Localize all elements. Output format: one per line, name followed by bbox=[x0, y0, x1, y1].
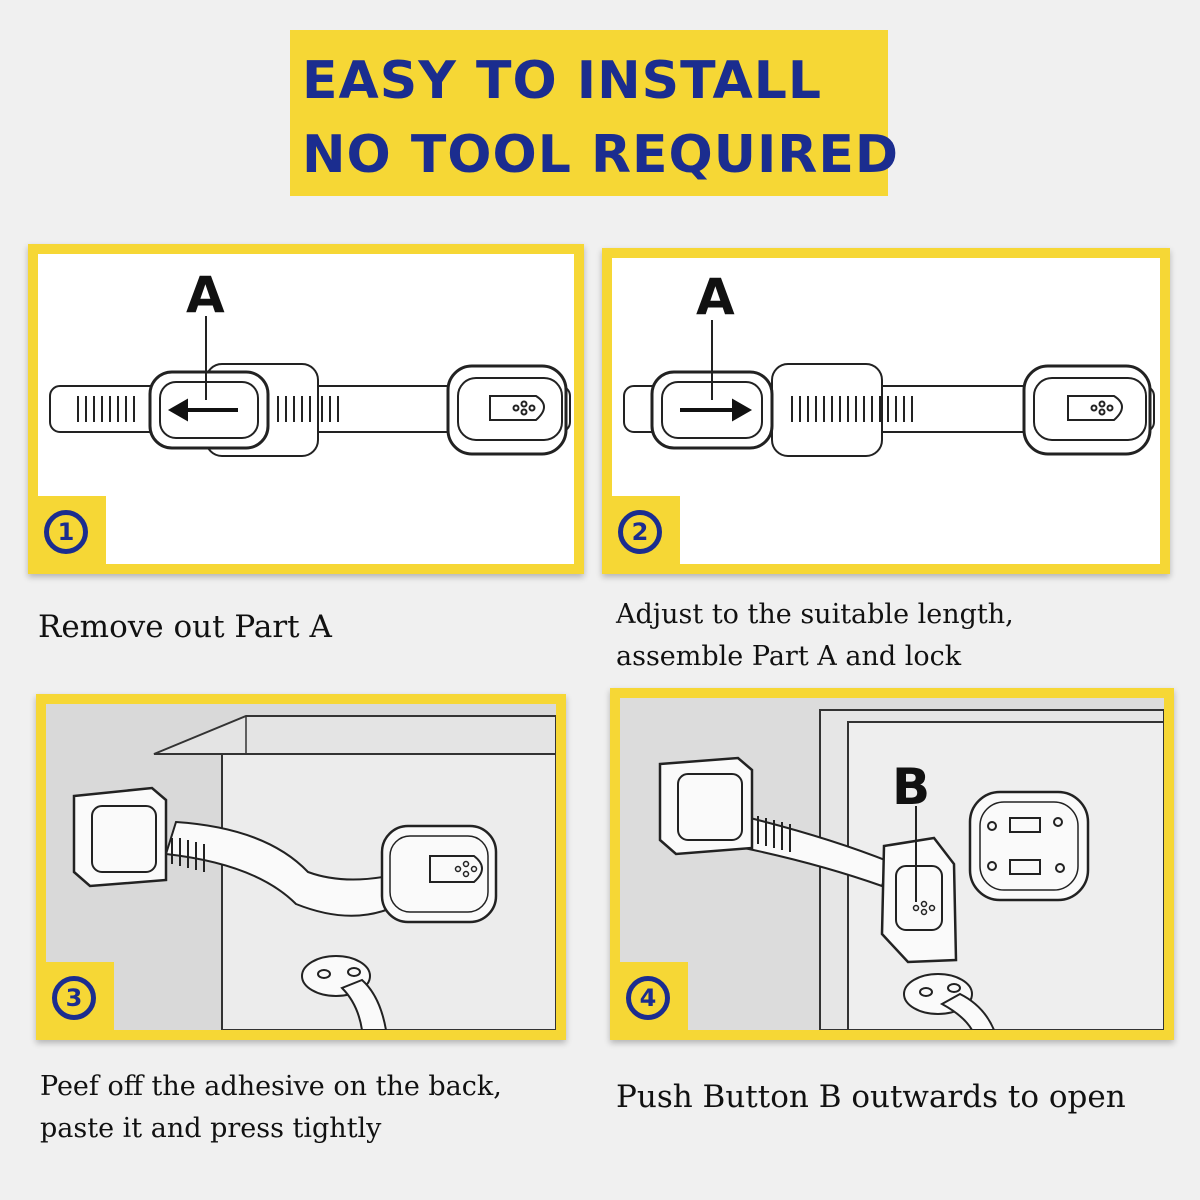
cabinet-open-diagram-icon bbox=[658, 709, 1164, 1030]
step-3-badge: 3 bbox=[36, 962, 114, 1040]
cabinet-install-diagram-icon bbox=[72, 715, 556, 1030]
step-3-number: 3 bbox=[52, 976, 96, 1020]
step-4-illustration: B bbox=[620, 698, 1164, 1030]
step-1-illustration: A bbox=[38, 254, 574, 564]
step-3-panel: 3 bbox=[36, 694, 566, 1040]
step-4-caption-line-1: Push Button B outwards to open bbox=[616, 1079, 1126, 1115]
strap-lock-adjust-diagram-icon bbox=[623, 320, 1155, 457]
button-b-label: B bbox=[892, 758, 931, 816]
step-4-caption: Push Button B outwards to open bbox=[616, 1074, 1126, 1120]
step-4-number: 4 bbox=[626, 976, 670, 1020]
banner-line-2: NO TOOL REQUIRED bbox=[302, 125, 900, 185]
part-a-label: A bbox=[186, 266, 225, 324]
step-2-number: 2 bbox=[618, 510, 662, 554]
title-banner: EASY TO INSTALL NO TOOL REQUIRED bbox=[290, 30, 900, 196]
step-2-caption-line-2: assemble Part A and lock bbox=[616, 641, 962, 672]
step-1-number: 1 bbox=[44, 510, 88, 554]
step-2-caption-line-1: Adjust to the suitable length, bbox=[616, 599, 1014, 630]
step-2-illustration: A bbox=[612, 258, 1160, 564]
step-2-panel: A 2 bbox=[602, 248, 1170, 574]
strap-lock-diagram-icon bbox=[49, 316, 571, 457]
step-1-caption-line-1: Remove out Part A bbox=[38, 609, 332, 645]
step-1-panel: A 1 bbox=[28, 244, 584, 574]
step-1-caption: Remove out Part A bbox=[38, 606, 332, 648]
step-4-badge: 4 bbox=[610, 962, 688, 1040]
step-3-illustration bbox=[46, 704, 556, 1030]
step-3-caption: Peef off the adhesive on the back, paste… bbox=[40, 1066, 502, 1150]
step-2-badge: 2 bbox=[602, 496, 680, 574]
step-2-caption: Adjust to the suitable length, assemble … bbox=[616, 594, 1014, 678]
banner-line-1: EASY TO INSTALL bbox=[302, 51, 823, 111]
step-3-caption-line-1: Peef off the adhesive on the back, bbox=[40, 1071, 502, 1102]
step-3-caption-line-2: paste it and press tightly bbox=[40, 1113, 382, 1144]
part-a-label: A bbox=[696, 268, 735, 326]
step-4-panel: B 4 bbox=[610, 688, 1174, 1040]
step-1-badge: 1 bbox=[28, 496, 106, 574]
